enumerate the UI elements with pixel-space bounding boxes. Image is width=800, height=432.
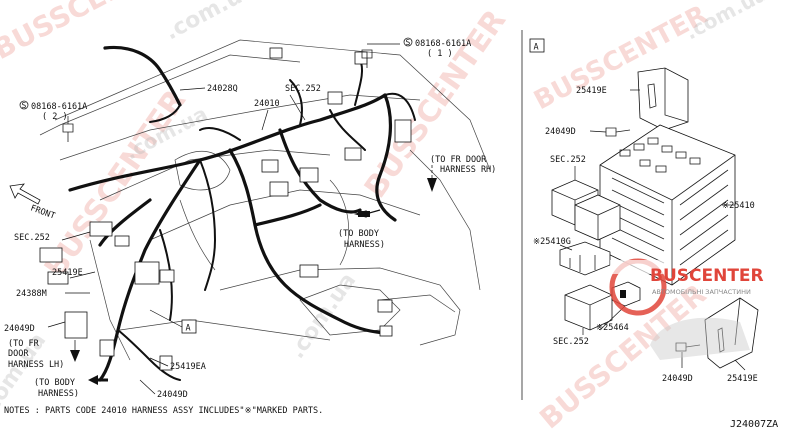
arrow-to-body-lower <box>88 375 108 385</box>
label-24388m: 24388M <box>16 289 47 299</box>
label-detail-24049d: 24049D <box>545 127 576 137</box>
label-bolt-top-qty: ( 1 ) <box>427 49 453 59</box>
arrow-to-body-harness <box>353 209 381 218</box>
vehicle-body-outline <box>39 39 491 361</box>
label-to-body-2: HARNESS) <box>344 240 385 250</box>
label-sec252-left: SEC.252 <box>14 233 50 243</box>
detail-leaders <box>559 89 746 371</box>
label-to-fr-door-lh-3: HARNESS LH) <box>8 360 64 370</box>
part-25464 <box>611 281 641 307</box>
arrow-front <box>9 183 41 205</box>
standard-part-s-icon: S <box>406 38 411 47</box>
label-to-fr-door-rh-2: HARNESS RH) <box>440 165 496 175</box>
label-24028q: 24028Q <box>207 84 238 94</box>
label-to-body-lower-2: HARNESS) <box>38 389 79 399</box>
logo-tagline: АВТОМОБІЛЬНІ ЗАПЧАСТИНИ <box>652 288 751 296</box>
arrow-to-fr-door-rh <box>427 165 437 192</box>
standard-part-s-icon: S <box>22 101 27 110</box>
label-25419ea: 25419EA <box>170 362 206 372</box>
label-detail-25464: ※25464 <box>596 323 629 333</box>
label-24049d-lower: 24049D <box>157 390 188 400</box>
label-bolt-left-qty: ( 2 ) <box>42 112 68 122</box>
relay-sec252-bottom <box>564 284 613 331</box>
logo-name: BUSCENTER <box>650 266 764 286</box>
diagram-code: J24007ZA <box>730 419 778 430</box>
bolt-top-label: S 08168-6161A ( 1 ) <box>403 37 471 59</box>
bolt-left-label: S 08168-6161A ( 2 ) <box>19 100 87 122</box>
view-a-callout-box <box>181 319 197 334</box>
label-front: FRONT <box>29 203 56 221</box>
watermark-domain: .com.ua <box>161 0 260 45</box>
footer-note: NOTES : PARTS CODE 24010 HARNESS ASSY IN… <box>4 406 323 416</box>
label-sec252-top: SEC.252 <box>285 84 321 94</box>
view-a-callout-label: A <box>186 324 191 334</box>
relays-sec252-top <box>551 179 621 241</box>
harness-connectors <box>39 47 412 371</box>
bracket-25419e-top <box>637 67 689 131</box>
screw-24049d-bottom <box>675 342 701 352</box>
label-detail-25410g: ※25410G <box>533 237 571 247</box>
label-to-fr-door-lh-1: (TO FR <box>8 339 40 349</box>
logo-van-icon <box>650 317 750 360</box>
screw-24049d-top <box>605 127 631 137</box>
watermark-text: BUSSCENTER <box>0 0 185 66</box>
arrow-to-fr-door-lh <box>70 340 80 362</box>
label-24010: 24010 <box>254 99 280 109</box>
label-bolt-left: 08168-6161A <box>31 102 87 112</box>
main-leaders <box>47 43 400 395</box>
label-detail-25410: ※25410 <box>722 201 755 211</box>
detail-view-a: A <box>529 38 759 384</box>
detail-view-title-box <box>529 38 545 53</box>
label-detail-24049d-bottom: 24049D <box>662 374 693 384</box>
label-24049d: 24049D <box>4 324 35 334</box>
label-bolt-top: 08168-6161A <box>415 39 471 49</box>
label-detail-25419e-bottom: 25419E <box>727 374 758 384</box>
watermark-domain: .com.ua <box>284 269 361 364</box>
label-to-fr-door-lh-2: DOOR <box>8 349 29 359</box>
bracket-25419e-bottom <box>704 297 759 369</box>
label-to-fr-door-rh-1: (TO FR DOOR <box>430 155 487 165</box>
detail-view-title: A <box>534 43 539 53</box>
buscenter-logo: BUSCENTER АВТОМОБІЛЬНІ ЗАПЧАСТИНИ <box>609 258 764 360</box>
label-detail-sec252-bottom: SEC.252 <box>553 337 589 347</box>
bolt-08168-left <box>62 123 74 142</box>
cable-24028q <box>103 45 182 107</box>
view-a-leader <box>149 309 183 328</box>
label-detail-25419e: 25419E <box>576 86 607 96</box>
bolt-08168-top <box>361 49 373 68</box>
fuse-block-25410 <box>599 124 736 286</box>
label-to-body-lower-1: (TO BODY <box>34 378 75 388</box>
label-detail-sec252-top: SEC.252 <box>550 155 586 165</box>
cable-24028q-tail <box>149 104 181 123</box>
label-25419e: 25419E <box>52 268 83 278</box>
label-to-body-1: (TO BODY <box>338 229 379 239</box>
